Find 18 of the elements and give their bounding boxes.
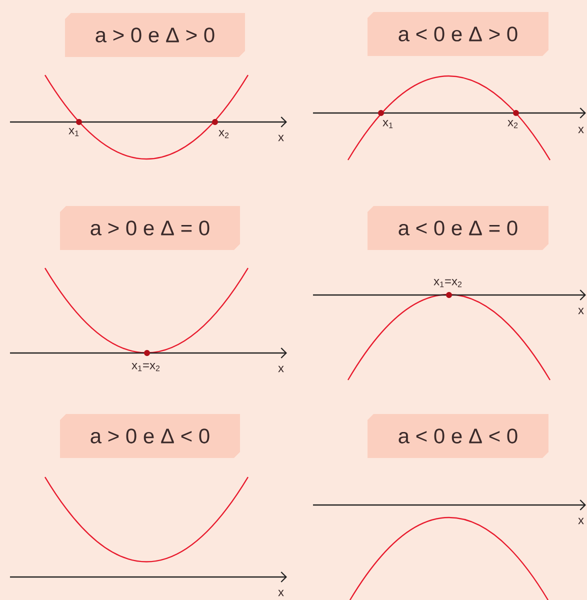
axis-label: x$_{1}$=x$_{2}$ [434,278,462,288]
axis-label: x [278,134,284,142]
axis-label: x [578,518,584,524]
axis-label: x$_{1}$ [382,120,393,128]
axis-label: x [578,308,584,314]
title-box: a < 0 e Δ = 0 [368,206,548,250]
title-box: a > 0 e Δ < 0 [60,414,240,458]
title-box: a < 0 e Δ < 0 [368,414,548,458]
axis-label: x [578,126,584,134]
axis-label: x$_{2}$ [218,130,229,138]
axis-label: x$_{2}$ [508,120,518,128]
title-box: a > 0 e Δ = 0 [60,206,240,250]
title-box: a > 0 e Δ > 0 [65,13,245,57]
axis-label: x [278,590,284,596]
axis-label: x$_{1}$ [68,128,79,136]
axis-label: x [278,366,284,372]
axis-label: x$_{1}$=x$_{2}$ [132,362,160,372]
title-box: a < 0 e Δ > 0 [368,12,548,56]
